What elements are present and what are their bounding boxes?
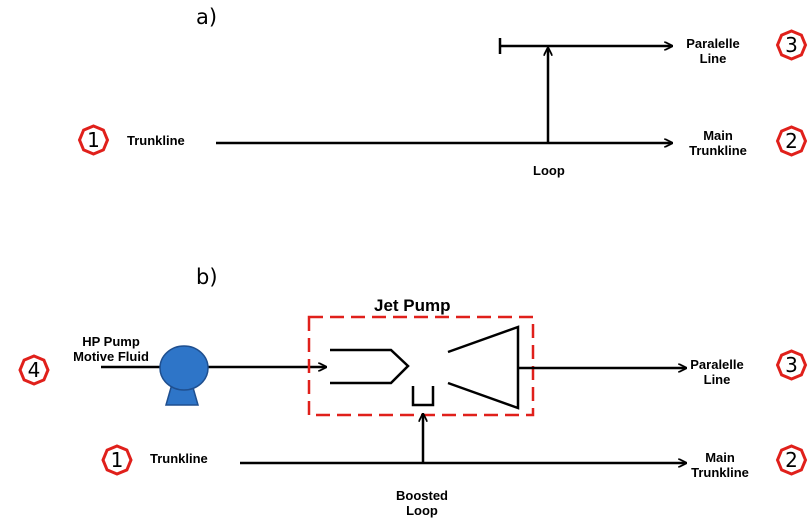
suction-inlet-icon [411, 386, 435, 407]
badge-2-b-number: 2 [785, 448, 798, 472]
badge-2-a: 2 [775, 125, 808, 157]
badge-1-a-number: 1 [87, 128, 100, 152]
badge-4-b: 4 [18, 354, 50, 386]
boosted-loop-label-line1: Boosted [396, 488, 448, 503]
badge-1-b: 1 [101, 444, 133, 476]
badge-1-b-number: 1 [111, 448, 124, 472]
badge-4-b-number: 4 [28, 358, 41, 382]
badge-2-b: 2 [775, 444, 808, 476]
panel-a-label: a) [196, 5, 218, 29]
hp-pump-label: HP Pump Motive Fluid [66, 334, 156, 364]
panel-a: 1 2 3 [77, 29, 808, 157]
hp-pump-label-line2: Motive Fluid [73, 349, 149, 364]
boosted-loop-label-line2: Loop [406, 503, 438, 518]
badge-1-a: 1 [77, 124, 110, 156]
trunkline-label-a: Trunkline [127, 133, 185, 148]
main-trunkline-label-b-line1: Main [705, 450, 735, 465]
parallel-line-label-b-line2: Line [703, 372, 731, 387]
parallel-line-label-a-line1: Paralelle [686, 36, 740, 51]
jet-nozzle-icon [330, 348, 410, 385]
badge-2-a-number: 2 [785, 129, 798, 153]
badge-3-b-number: 3 [785, 353, 798, 377]
panel-b: 4 1 3 2 [18, 315, 808, 476]
badge-3-a-number: 3 [785, 33, 798, 57]
main-trunkline-label-b-line2: Trunkline [691, 465, 749, 480]
parallel-line-label-b-line1: Paralelle [690, 357, 744, 372]
main-trunkline-label-a-line2: Trunkline [689, 143, 747, 158]
panel-b-label: b) [196, 265, 218, 289]
parallel-line-label-a: Paralelle Line [686, 36, 740, 66]
jet-diffuser-icon [447, 325, 520, 410]
badge-3-b: 3 [775, 349, 808, 381]
parallel-line-label-a-line2: Line [699, 51, 727, 66]
boosted-loop-label: Boosted Loop [390, 488, 454, 518]
badge-3-a: 3 [775, 29, 808, 61]
hp-pump-icon [159, 345, 209, 406]
loop-label-a: Loop [533, 163, 565, 178]
parallel-line-label-b: Paralelle Line [690, 357, 744, 387]
jet-pump-title: Jet Pump [374, 296, 451, 315]
main-trunkline-label-a: Main Trunkline [688, 128, 748, 158]
main-trunkline-label-a-line1: Main [703, 128, 733, 143]
hp-pump-label-line1: HP Pump [82, 334, 140, 349]
trunkline-label-b: Trunkline [150, 451, 208, 466]
main-trunkline-label-b: Main Trunkline [690, 450, 750, 480]
